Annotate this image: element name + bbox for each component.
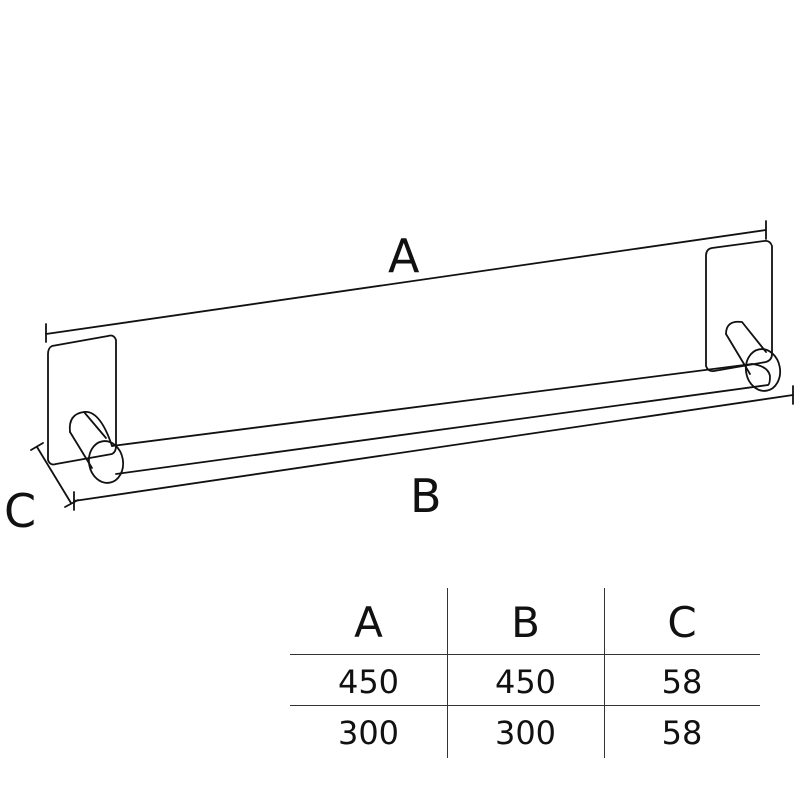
left-standoff-post (68, 411, 125, 484)
towel-bar (111, 363, 771, 475)
table-cell: 450 (337, 663, 400, 701)
dimension-c-label: C (4, 484, 36, 538)
table-column-divider (447, 588, 448, 758)
dimension-c-line (30, 442, 79, 508)
table-header-a: A (354, 598, 383, 647)
table-row-divider (290, 705, 760, 706)
table-cell: 58 (661, 714, 703, 752)
right-mounting-plate (705, 239, 773, 373)
table-cell: 58 (661, 663, 703, 701)
table-header-b: B (511, 598, 540, 647)
right-standoff-post (725, 320, 782, 392)
dimensions-table: A B C 450 450 58 300 300 58 (290, 588, 760, 758)
table-cell: 300 (494, 714, 557, 752)
dimension-a-line (45, 220, 767, 343)
table-cell: 300 (337, 714, 400, 752)
table-cell: 450 (494, 663, 557, 701)
table-column-divider (604, 588, 605, 758)
left-mounting-plate (47, 334, 117, 466)
dimension-b-line (73, 385, 794, 511)
dimension-b-label: B (410, 469, 442, 523)
dimension-a-label: A (388, 229, 420, 283)
table-header-c: C (667, 598, 697, 647)
table-row-divider (290, 654, 760, 655)
